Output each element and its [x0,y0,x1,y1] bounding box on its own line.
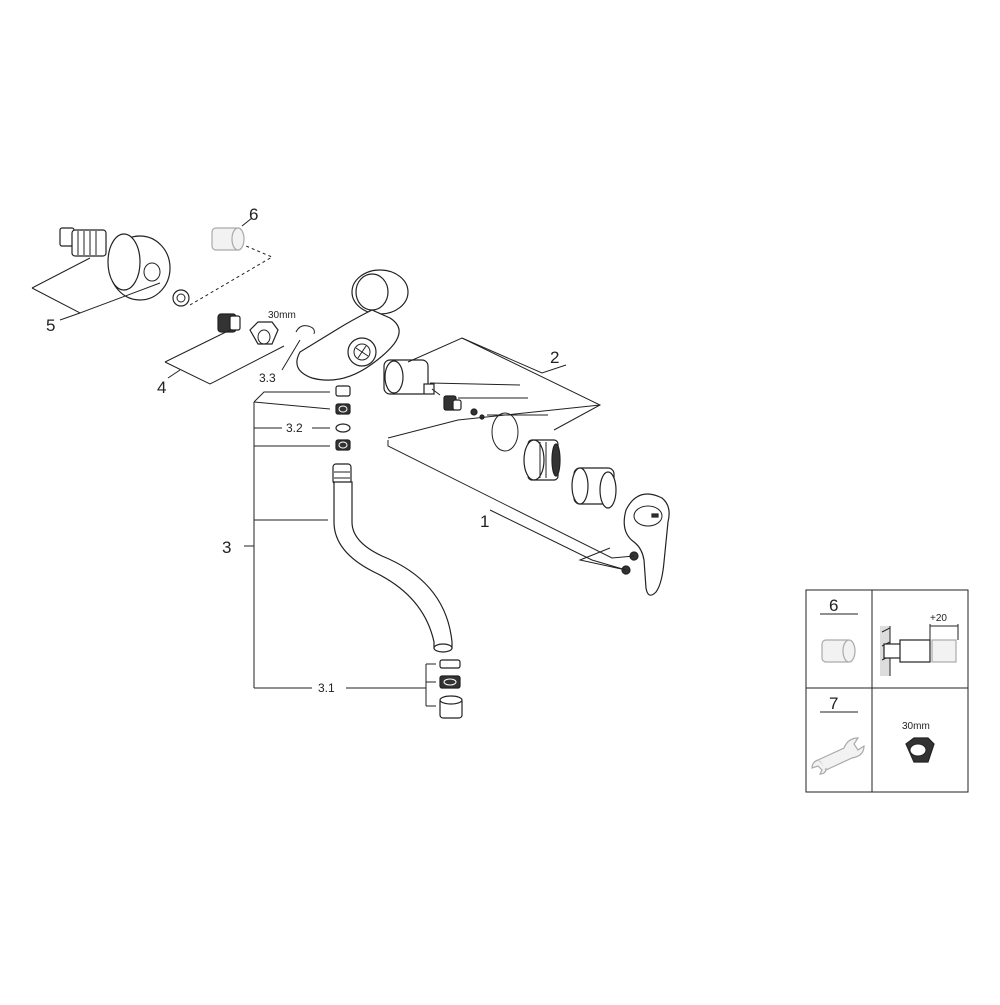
lever-handle [623,493,670,596]
spout-ring-1 [335,403,351,415]
union-nut [249,321,279,345]
legend-label-7: 7 [829,694,838,713]
cartridge [383,359,441,396]
callout-3-3: 3.3 [259,371,276,385]
callout-1: 1 [480,512,489,531]
callout-6: 6 [249,205,258,224]
spout-group: 3 3.3 3.2 3.1 [222,371,463,719]
callout-4: 4 [157,378,166,397]
callout-5: 5 [46,316,55,335]
cartridge-group: 2 [383,337,617,509]
legend-cell-7: 7 [811,694,865,775]
threaded-connector [59,227,107,257]
part-4-eccentric-group: 4 30mm [157,310,296,397]
spout-pipe [332,463,453,653]
legend-dim-20: +20 [930,613,947,624]
lever-handle-group: 1 [387,440,670,596]
legend-cell-extension: +20 [880,613,959,676]
escutcheon-rosette [107,233,171,301]
wrench-icon [811,737,865,775]
stem-adapter [443,395,462,411]
washer [172,289,190,307]
aerator-washer [439,659,461,669]
legend-cell-6: 6 [820,596,858,663]
o-ring [491,412,519,452]
aerator-insert [439,675,461,689]
retaining-clip [281,325,315,371]
aerator-housing [439,695,463,719]
faucet-body [296,269,409,381]
part-6-extension: 6 [189,205,274,306]
spout-washer-1 [335,385,351,397]
nut-icon [905,737,935,763]
sleeve [571,467,617,509]
spout-washer-2 [335,423,351,433]
callout-3: 3 [222,538,231,557]
callout-2: 2 [550,348,559,367]
callout-3-1: 3.1 [318,681,335,695]
legend-dim-30mm: 30mm [902,721,930,732]
legend-label-6: 6 [829,596,838,615]
part-5-connector-group: 5 [31,227,190,335]
eccentric-fitting [217,313,241,333]
nut-dimension: 30mm [268,310,296,321]
callout-3-2: 3.2 [286,421,303,435]
legend-box: 6 +20 7 30mm [805,589,969,793]
set-screws [621,551,639,575]
bonnet-nut [523,439,561,481]
legend-cell-nut: 30mm [902,721,935,763]
spout-ring-2 [335,439,351,451]
